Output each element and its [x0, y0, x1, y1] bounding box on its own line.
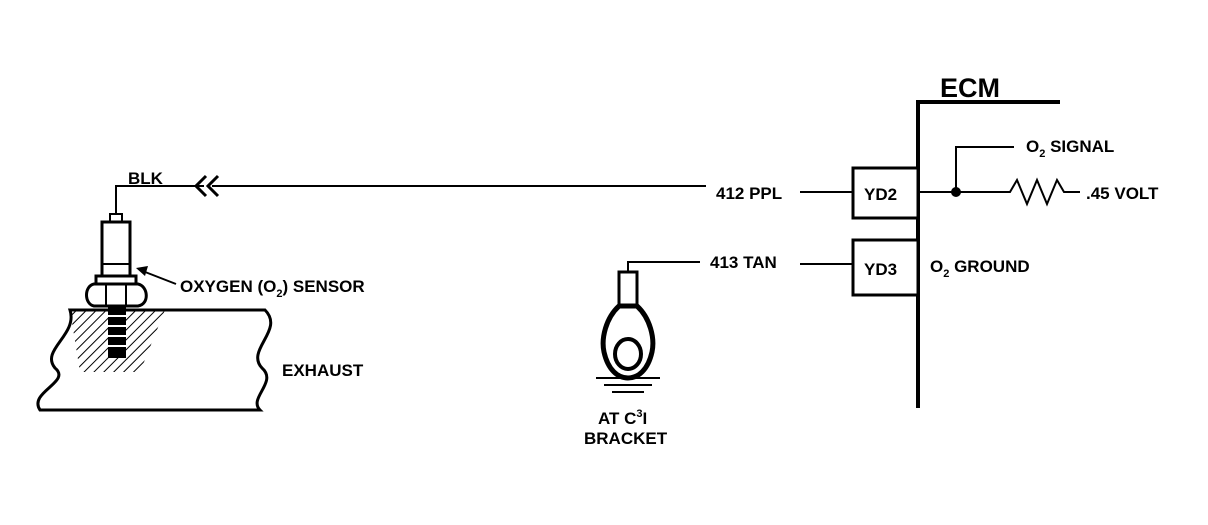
resistor-symbol: [1000, 177, 1080, 207]
ground-bracket-label: BRACKET: [584, 429, 668, 448]
signal-wire-label: 412 PPL: [716, 184, 782, 203]
ring-terminal-hole: [613, 337, 643, 371]
ring-terminal-crimp: [617, 270, 639, 308]
sensor-lead-wire: [115, 185, 204, 220]
o2-ground-label: O2 GROUND: [930, 257, 1030, 280]
ground-location-label: AT C3I: [598, 408, 647, 428]
exhaust-outline: [36, 308, 273, 412]
ecm-module: ECM YD2 YD3 O2 SIGNAL .45 VOLT O2 GROUND: [851, 73, 1159, 408]
sensor-body: [100, 220, 132, 280]
connector-chevron-1: [193, 174, 208, 198]
exhaust-label: EXHAUST: [282, 361, 364, 380]
terminal-yd3-box: [851, 238, 920, 297]
ground-wire-run: [627, 261, 700, 272]
sensor-thread: [108, 306, 126, 358]
terminal-yd2-label: YD2: [864, 185, 897, 204]
oxygen-sensor: OXYGEN (O2) SENSOR: [85, 213, 365, 358]
sensor-pointer-arrowhead: [136, 266, 148, 276]
o2-signal-label: O2 SIGNAL: [1026, 137, 1114, 160]
ground-wire: 413 TAN: [627, 253, 853, 272]
exhaust-pipe: EXHAUST: [36, 308, 364, 412]
sensor-hex-nut: [85, 282, 148, 308]
signal-wire: 412 PPL BLK: [115, 169, 853, 220]
terminal-yd3-label: YD3: [864, 260, 897, 279]
voltage-label: .45 VOLT: [1086, 184, 1159, 203]
oxygen-sensor-label: OXYGEN (O2) SENSOR: [180, 277, 365, 300]
ground-wire-label: 413 TAN: [710, 253, 777, 272]
connector-chevron-2: [205, 174, 220, 198]
ring-terminal-ground: AT C3I BRACKET: [584, 270, 668, 448]
sensor-lead-color-label: BLK: [128, 169, 164, 188]
o2-signal-leader: [955, 146, 1014, 192]
ecm-title: ECM: [940, 73, 1000, 103]
